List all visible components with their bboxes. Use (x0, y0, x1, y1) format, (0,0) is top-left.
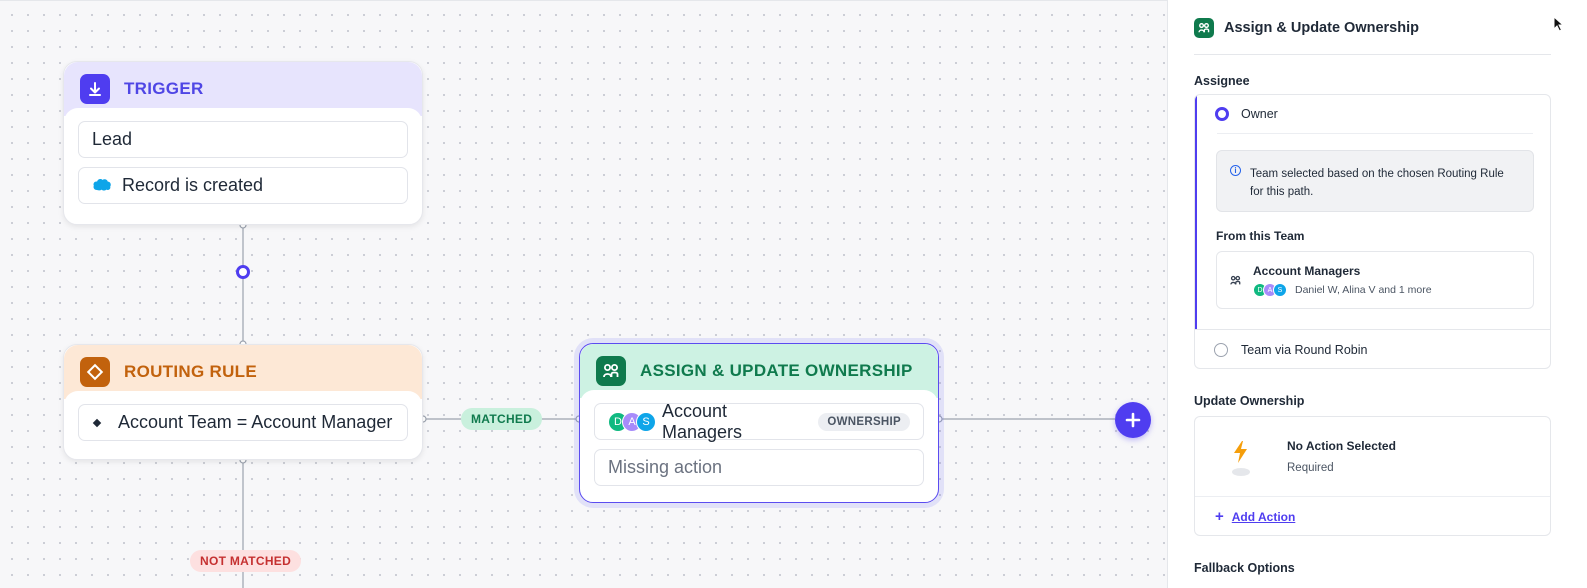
avatar: S (1273, 283, 1287, 297)
team-name: Account Managers (1253, 264, 1361, 278)
mouse-cursor-icon (1553, 15, 1565, 37)
bolt-shadow (1232, 468, 1250, 476)
plus-icon (1125, 412, 1141, 428)
trigger-node[interactable]: TRIGGER Lead Record is created (63, 61, 423, 225)
lightning-icon (1229, 439, 1253, 479)
trigger-event-field[interactable]: Record is created (78, 167, 408, 204)
ownership-badge: OWNERSHIP (818, 412, 910, 431)
assign-team-field[interactable]: D A S Account Managers OWNERSHIP (594, 400, 924, 442)
routing-rule-node[interactable]: ROUTING RULE Account Team = Account Mana… (63, 344, 423, 460)
team-assign-icon (596, 356, 626, 386)
info-text: Team selected based on the chosen Routin… (1250, 168, 1504, 198)
not-matched-branch-label: NOT MATCHED (190, 550, 302, 572)
option-divider (1217, 133, 1533, 134)
round-robin-radio[interactable] (1214, 343, 1228, 357)
assign-ownership-node[interactable]: ASSIGN & UPDATE OWNERSHIP D A S Account … (579, 343, 939, 503)
team-avatars: D A S (1253, 283, 1287, 297)
trigger-body: Lead Record is created (64, 108, 422, 218)
update-ownership-label: Update Ownership (1194, 394, 1305, 408)
missing-action-label: Missing action (608, 457, 723, 477)
trigger-header: TRIGGER (64, 62, 422, 116)
panel-header: Assign & Update Ownership (1194, 18, 1419, 38)
assign-ownership-header: ASSIGN & UPDATE OWNERSHIP (580, 344, 938, 398)
assign-team-label: Account Managers (662, 400, 743, 442)
team-card[interactable]: Account Managers D A S Daniel W, Alina V… (1216, 251, 1534, 309)
routing-condition-text: Account Team = Account Manager (118, 412, 393, 432)
owner-radio[interactable] (1215, 107, 1229, 121)
info-icon: i (1230, 165, 1241, 176)
team-icon (1229, 274, 1242, 292)
add-step-button[interactable] (1115, 402, 1151, 438)
trigger-object-field[interactable]: Lead (78, 121, 408, 158)
workflow-canvas[interactable]: TRIGGER Lead Record is created ROUTING R… (0, 0, 1184, 588)
assignee-section-label: Assignee (1194, 74, 1250, 88)
routing-rule-header: ROUTING RULE (64, 345, 422, 399)
diamond-bullet-icon (92, 412, 102, 433)
assignee-options: Owner i Team selected based on the chose… (1194, 94, 1551, 369)
routing-rule-title: ROUTING RULE (124, 362, 257, 381)
add-action-button[interactable]: + Add Action (1215, 508, 1295, 525)
missing-action-field[interactable]: Missing action (594, 449, 924, 486)
panel-title: Assign & Update Ownership (1224, 20, 1419, 36)
routing-rule-body: Account Team = Account Manager (64, 391, 422, 455)
download-arrow-icon (80, 74, 110, 104)
no-action-title: No Action Selected (1287, 439, 1396, 453)
salesforce-cloud-icon (92, 175, 112, 196)
assign-ownership-body: D A S Account Managers OWNERSHIP Missing… (580, 390, 938, 500)
team-avatars: D A S (608, 411, 656, 432)
avatar: S (636, 411, 656, 432)
owner-option-label: Owner (1241, 107, 1278, 121)
owner-option-card[interactable]: Owner i Team selected based on the chose… (1195, 95, 1550, 329)
matched-branch-label: MATCHED (461, 408, 543, 430)
info-callout: i Team selected based on the chosen Rout… (1216, 150, 1534, 212)
routing-condition-field[interactable]: Account Team = Account Manager (78, 404, 408, 441)
assign-ownership-title: ASSIGN & UPDATE OWNERSHIP (640, 361, 913, 380)
plus-icon: + (1215, 508, 1224, 525)
from-team-label: From this Team (1216, 229, 1305, 243)
panel-divider (1194, 54, 1551, 55)
trigger-event-label: Record is created (122, 175, 264, 195)
trigger-object-label: Lead (92, 129, 133, 149)
team-members: D A S Daniel W, Alina V and 1 more (1253, 283, 1432, 297)
add-action-label: Add Action (1231, 509, 1296, 524)
round-robin-option[interactable]: Team via Round Robin (1195, 329, 1550, 357)
update-ownership-box: No Action Selected Required + Add Action (1194, 416, 1551, 536)
team-assign-icon (1194, 18, 1214, 38)
update-divider (1195, 496, 1550, 497)
config-panel: Assign & Update Ownership Assignee Owner… (1167, 0, 1587, 588)
fallback-options-label: Fallback Options (1194, 561, 1295, 575)
team-members-text: Daniel W, Alina V and 1 more (1295, 284, 1432, 296)
no-action-required: Required (1287, 462, 1334, 474)
trigger-title: TRIGGER (124, 79, 204, 98)
diamond-icon (80, 357, 110, 387)
round-robin-label: Team via Round Robin (1241, 343, 1368, 357)
